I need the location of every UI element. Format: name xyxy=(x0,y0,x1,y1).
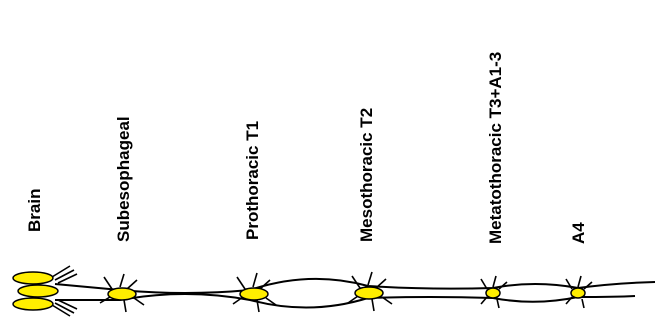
connective-lower xyxy=(55,293,636,309)
ganglion-a4 xyxy=(570,287,586,299)
label-a4: A4 xyxy=(569,222,588,244)
brain-lobe-middle xyxy=(17,284,59,298)
peripheral-nerves xyxy=(51,265,593,317)
label-mesothoracic: Mesothoracic T2 xyxy=(357,108,376,242)
ganglion-prothoracic xyxy=(239,287,269,301)
brain-lobe-lower xyxy=(12,297,54,311)
ganglion-subesophageal xyxy=(107,287,137,301)
label-subesophageal: Subesophageal xyxy=(114,116,133,242)
label-prothoracic: Prothoracic T1 xyxy=(243,121,262,240)
label-metathoracic: Metatothoracic T3+A1-3 xyxy=(486,52,505,244)
label-brain: Brain xyxy=(25,189,44,232)
brain-lobe-upper xyxy=(12,271,54,285)
ganglion-mesothoracic xyxy=(354,286,384,300)
ganglion-metathoracic xyxy=(485,287,501,299)
ganglia xyxy=(12,271,586,311)
